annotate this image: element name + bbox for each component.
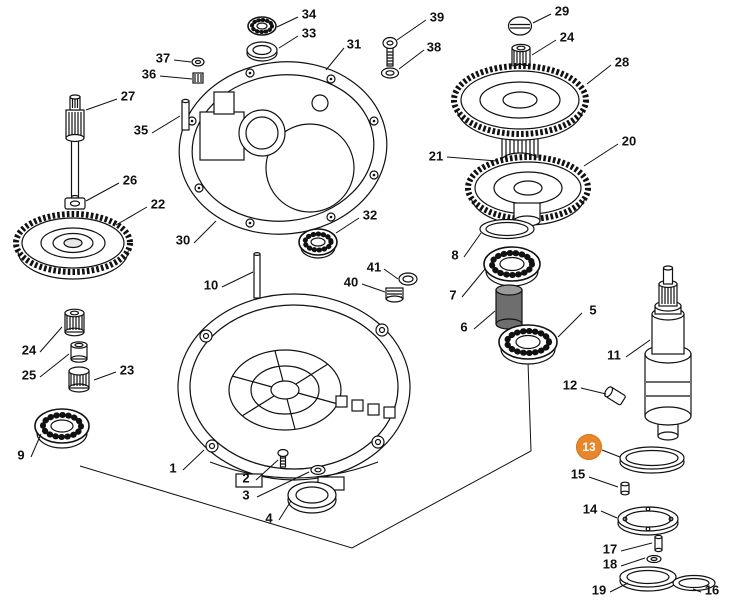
part-label-31[interactable]: 31 [346,36,362,52]
part-label-38[interactable]: 38 [426,39,442,55]
gear-22-drawing [13,211,133,280]
assembly-axis-lines [79,361,532,549]
pin-15-drawing [620,481,630,496]
snap-ring-8-drawing [479,218,535,240]
part-label-13[interactable]: 13 [576,434,602,460]
part-label-23[interactable]: 23 [119,362,135,378]
ring-37-drawing [191,57,205,67]
part-label-29[interactable]: 29 [554,3,570,19]
part-label-32[interactable]: 32 [362,207,378,223]
part-label-36[interactable]: 36 [141,66,157,82]
part-label-30[interactable]: 30 [175,232,191,248]
part-label-24-left[interactable]: 24 [21,342,37,358]
washer-38-drawing [380,67,400,79]
washer-18-drawing [646,554,662,564]
gear-20-drawing [465,154,591,227]
part-label-1[interactable]: 1 [169,460,177,476]
part-label-12[interactable]: 12 [562,377,578,393]
part-label-15[interactable]: 15 [570,466,586,482]
part-label-5[interactable]: 5 [589,302,597,318]
part-label-17[interactable]: 17 [602,541,618,557]
seal-33-drawing [246,41,278,62]
part-label-9[interactable]: 9 [17,447,25,463]
part-label-16[interactable]: 16 [704,582,720,598]
main-housing-drawing [177,293,411,491]
part-label-28[interactable]: 28 [614,54,630,70]
gear-28-drawing [451,63,589,141]
bearing-9-drawing [34,408,90,449]
plug-41-drawing [398,272,418,286]
ring-14-drawing [617,506,679,536]
part-label-41[interactable]: 41 [366,259,382,275]
nut-26-drawing [64,197,86,210]
bearing-32-drawing [298,228,338,259]
part-label-18[interactable]: 18 [602,556,618,572]
sleeve-6-drawing [495,284,523,330]
bolt-39-drawing [382,36,398,67]
ring-16-drawing [672,574,716,592]
part-label-37[interactable]: 37 [155,50,171,66]
part-label-20[interactable]: 20 [621,133,637,149]
gear-cover-drawing [178,61,388,235]
part-label-35[interactable]: 35 [133,122,149,138]
sleeve-25-drawing [70,341,88,363]
plug-40-drawing [385,287,404,303]
ring-3-drawing [310,464,326,476]
part-label-6[interactable]: 6 [460,319,468,335]
part-label-25[interactable]: 25 [21,367,37,383]
part-label-27[interactable]: 27 [120,88,136,104]
part-label-11[interactable]: 11 [607,347,621,363]
seal-4-drawing [287,481,337,514]
crankshaft-11-drawing [644,265,692,441]
part-label-14[interactable]: 14 [582,501,598,517]
screw-2-drawing [277,448,289,468]
bearing-34-drawing [247,16,277,36]
part-label-39[interactable]: 39 [429,9,445,25]
bearing-7-drawing [483,246,541,287]
part-label-7[interactable]: 7 [449,287,457,303]
part-label-26[interactable]: 26 [122,172,138,188]
shaft-27-drawing [65,94,85,200]
part-label-2[interactable]: 2 [242,470,250,486]
part-label-40[interactable]: 40 [343,274,359,290]
part-label-8[interactable]: 8 [451,247,459,263]
rod-10-drawing [253,252,261,299]
part-label-21[interactable]: 21 [428,148,444,164]
part-label-19[interactable]: 19 [591,582,607,598]
leader-lines [30,13,702,593]
pin-35-drawing [181,98,190,131]
part-label-33[interactable]: 33 [301,25,317,41]
bushing-23-drawing [68,366,90,393]
plug-12-drawing [604,386,626,406]
part-label-22[interactable]: 22 [150,196,166,212]
part-label-3[interactable]: 3 [242,487,250,503]
nut-36-drawing [192,72,204,84]
part-label-10[interactable]: 10 [203,277,219,293]
pin-17-drawing [654,534,663,553]
part-label-34[interactable]: 34 [301,6,317,22]
part-label-24-top[interactable]: 24 [559,29,575,45]
bearing-5-drawing [498,324,558,365]
ring-13-drawing [619,446,685,474]
cap-29-drawing [507,16,533,36]
bushing-24-left-drawing [64,308,85,337]
part-label-4[interactable]: 4 [265,510,273,526]
ring-19-drawing [619,566,677,592]
